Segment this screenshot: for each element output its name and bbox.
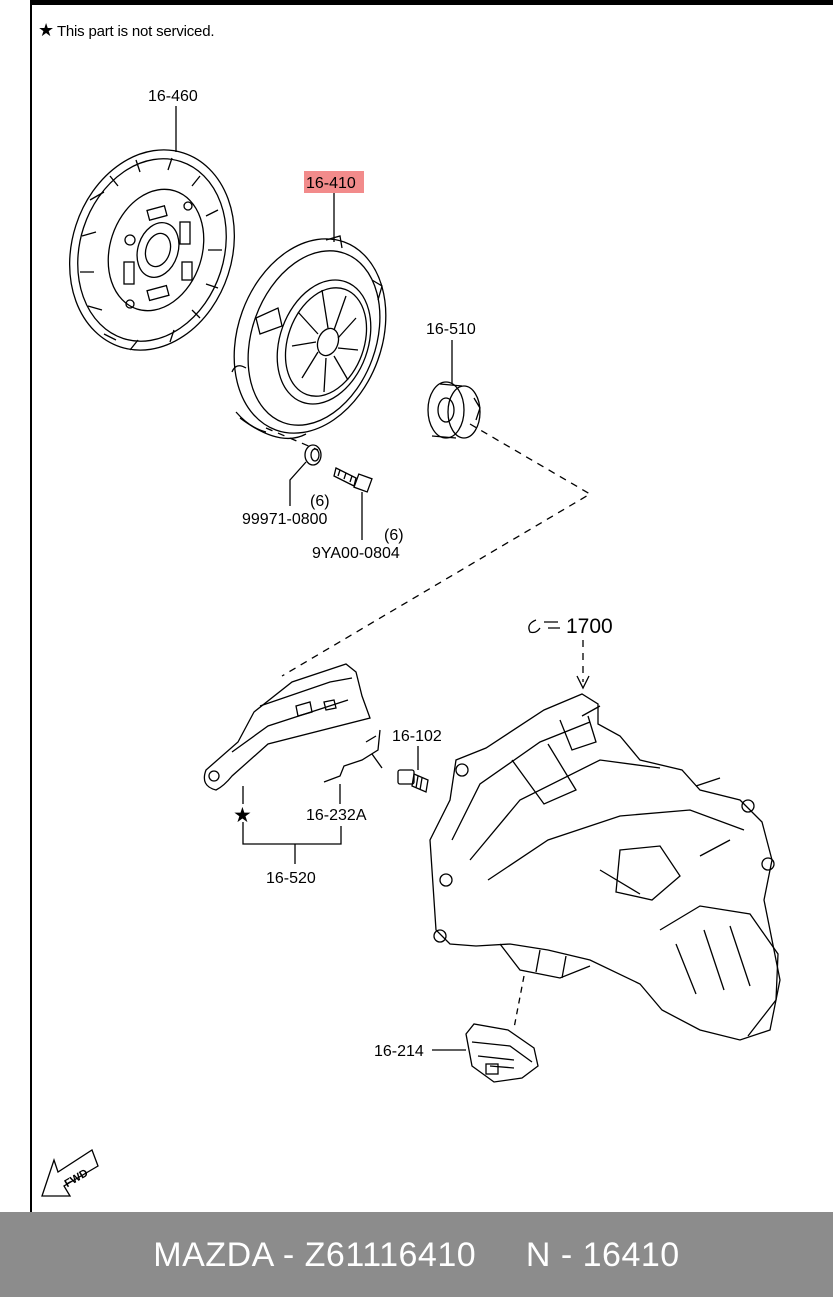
- clutch-cover-illustration: [231, 235, 387, 440]
- release-fork-illustration: [203, 663, 371, 791]
- arrow-to-1700: [576, 675, 590, 690]
- label-99971-0800: 99971-0800: [242, 511, 328, 528]
- label-16-232a: 16-232A: [306, 807, 367, 824]
- label-bolt-qty: (6): [384, 527, 404, 544]
- frame-top-border: [30, 0, 833, 5]
- label-16-460: 16-460: [148, 88, 198, 105]
- label-washer-qty: (6): [310, 493, 330, 510]
- fwd-label: FWD: [63, 1167, 91, 1190]
- label-16-102: 16-102: [392, 728, 442, 745]
- service-note-text: This part is not serviced.: [56, 23, 215, 40]
- service-note: ★This part is not serviced.: [38, 20, 215, 41]
- fwd-arrow-icon: [41, 1149, 99, 1197]
- star-icon: ★: [38, 20, 54, 40]
- spring-clip-illustration: [323, 729, 383, 783]
- label-16-520: 16-520: [266, 870, 316, 887]
- exploded-parts-diagram: 16-460 16-410 16-510 (6) 99971-0800 (6) …: [41, 88, 781, 1197]
- boot-illustration: [465, 1023, 539, 1083]
- footer-bar: MAZDA - Z61116410 N - 16410: [0, 1212, 833, 1297]
- reference-symbol-icon: [528, 619, 560, 634]
- label-16-214: 16-214: [374, 1043, 424, 1060]
- transmission-illustration: [429, 693, 781, 1041]
- highlight-16-410: [304, 171, 364, 193]
- label-9ya00-0804: 9YA00-0804: [312, 545, 400, 562]
- bolt-illustration: [333, 467, 373, 493]
- washer-illustration: [304, 444, 322, 466]
- dash-16-214: [513, 975, 525, 1029]
- clutch-disc-illustration: [68, 149, 236, 351]
- label-1700: 1700: [566, 615, 613, 638]
- bracket-16-520: [242, 822, 342, 845]
- pivot-bolt-illustration: [397, 769, 429, 793]
- alignment-dashes: [265, 423, 592, 682]
- label-16-410: 16-410: [306, 175, 356, 192]
- frame-left-border: [30, 0, 32, 1212]
- star-mark-icon: ★: [233, 804, 252, 827]
- leader-99971-0800: [289, 461, 307, 506]
- footer-part-number: MAZDA - Z61116410 N - 16410: [153, 1236, 680, 1274]
- release-bearing-illustration: [427, 381, 481, 439]
- label-16-510: 16-510: [426, 321, 476, 338]
